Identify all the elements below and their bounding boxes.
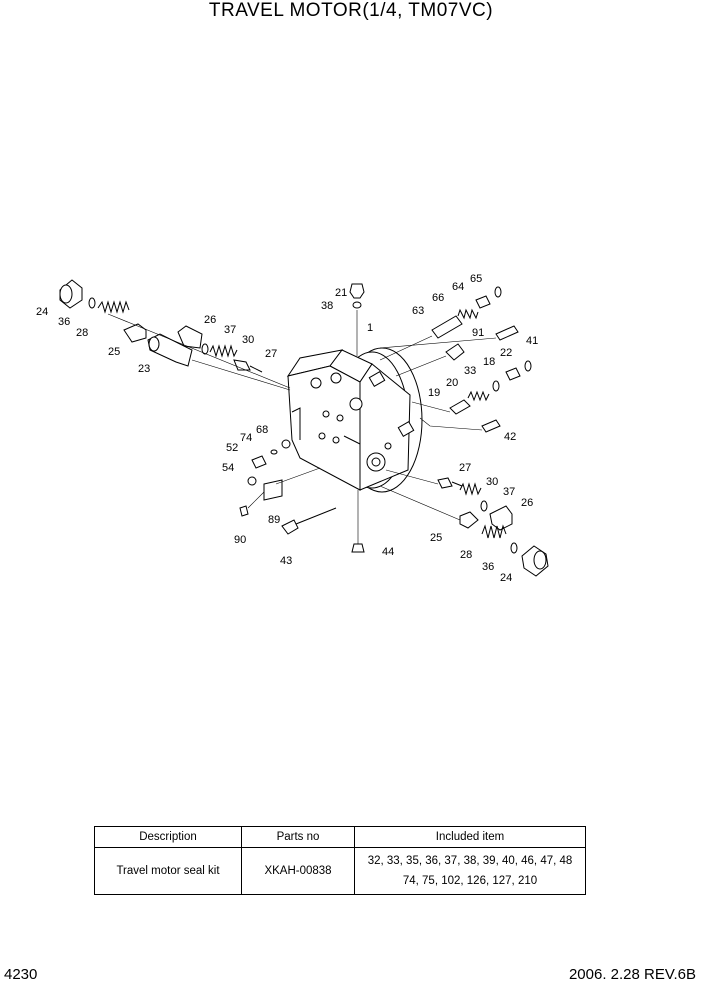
callout-66: 66 [432, 292, 444, 304]
callout-64: 64 [452, 281, 464, 293]
seal-kit-table: Description Parts no Included item Trave… [94, 826, 586, 895]
callout-27-left: 27 [265, 348, 277, 360]
callout-20: 20 [446, 377, 458, 389]
callout-41: 41 [526, 335, 538, 347]
callout-24-left: 24 [36, 306, 48, 318]
callout-30-right: 30 [486, 476, 498, 488]
callout-43: 43 [280, 555, 292, 567]
callout-44: 44 [382, 546, 394, 558]
callout-68: 68 [256, 424, 268, 436]
callout-18: 18 [483, 356, 495, 368]
callout-21: 21 [335, 287, 347, 299]
callout-1: 1 [367, 322, 373, 334]
callout-37-left: 37 [224, 324, 236, 336]
callout-37-right: 37 [503, 486, 515, 498]
table-header-row: Description Parts no Included item [94, 826, 586, 848]
included-line-2: 74, 75, 102, 126, 127, 210 [402, 875, 538, 887]
cell-parts-no: XKAH-00838 [241, 847, 355, 895]
callout-labels: 1 18 19 20 21 22 23 24 25 26 27 28 30 33… [36, 273, 538, 584]
header-included-item: Included item [354, 826, 586, 848]
callout-36-left: 36 [58, 316, 70, 328]
callout-28-right: 28 [460, 549, 472, 561]
callout-54: 54 [222, 462, 234, 474]
included-line-1: 32, 33, 35, 36, 37, 38, 39, 40, 46, 47, … [367, 855, 573, 867]
left-parts [59, 279, 291, 391]
callout-25-left: 25 [108, 346, 120, 358]
callout-28-left: 28 [76, 327, 88, 339]
header-description: Description [94, 826, 242, 848]
cell-included-items: 32, 33, 35, 36, 37, 38, 39, 40, 46, 47, … [354, 847, 586, 895]
callout-42: 42 [504, 431, 516, 443]
callout-30-left: 30 [242, 334, 254, 346]
right-lower-parts [379, 469, 549, 577]
callout-33: 33 [464, 365, 476, 377]
page-title: TRAVEL MOTOR(1/4, TM07VC) [208, 0, 494, 21]
callout-22: 22 [500, 347, 512, 359]
page-number: 4230 [4, 966, 38, 983]
callout-23: 23 [138, 363, 150, 375]
callout-38: 38 [321, 300, 333, 312]
callout-26-right: 26 [521, 497, 533, 509]
callout-74: 74 [240, 432, 252, 444]
header-parts-no: Parts no [241, 826, 355, 848]
table-row: Travel motor seal kit XKAH-00838 32, 33,… [94, 847, 586, 895]
callout-24-right: 24 [500, 572, 512, 584]
callout-52: 52 [226, 442, 238, 454]
callout-65: 65 [470, 273, 482, 285]
callout-36-right: 36 [482, 561, 494, 573]
callout-90: 90 [234, 534, 246, 546]
callout-91: 91 [472, 327, 484, 339]
motor-housing [286, 347, 423, 493]
callout-27-right: 27 [459, 462, 471, 474]
top-parts [349, 283, 532, 433]
bottom-parts [239, 439, 365, 553]
callout-19: 19 [428, 387, 440, 399]
revision-stamp: 2006. 2.28 REV.6B [568, 966, 696, 983]
callout-26-left: 26 [204, 314, 216, 326]
cell-description: Travel motor seal kit [94, 847, 242, 895]
callout-89: 89 [268, 514, 280, 526]
callout-25-right: 25 [430, 532, 442, 544]
callout-63: 63 [412, 305, 424, 317]
